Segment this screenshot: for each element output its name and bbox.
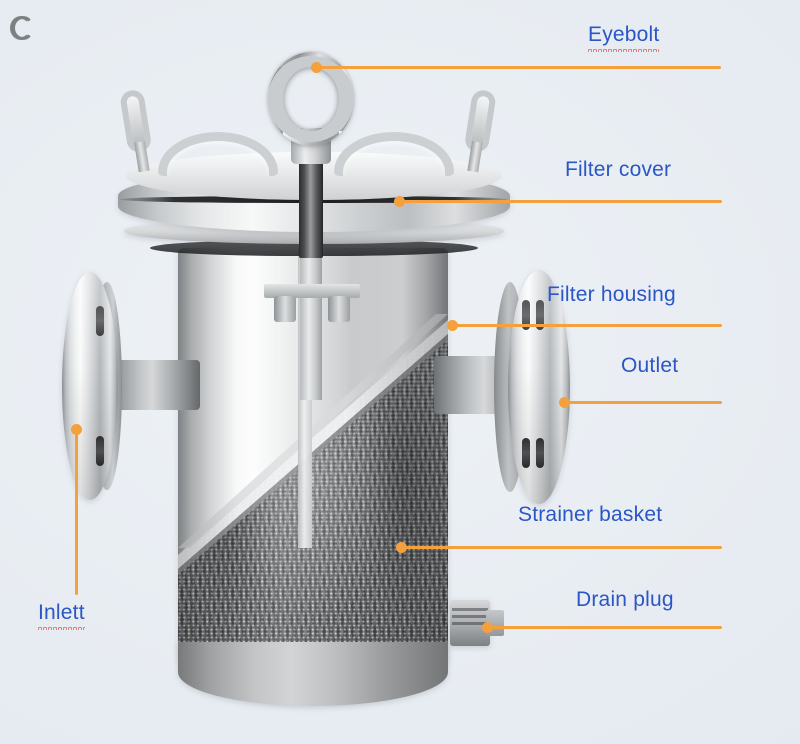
internal-clamp-assembly bbox=[264, 272, 360, 322]
leader-line-eyebolt bbox=[317, 66, 721, 69]
spellcheck-underline bbox=[588, 47, 660, 52]
leader-dot-filter-housing bbox=[447, 320, 458, 331]
callout-label-filter-cover: Filter cover bbox=[565, 159, 671, 180]
housing-bottom-dome bbox=[178, 642, 448, 706]
callout-label-eyebolt: Eyebolt bbox=[588, 23, 660, 52]
callout-label-eyebolt-text: Eyebolt bbox=[588, 23, 660, 46]
leader-line-outlet bbox=[565, 401, 722, 404]
leader-line-inlet bbox=[75, 430, 78, 595]
lug-hook bbox=[12, 16, 34, 40]
leader-dot-eyebolt bbox=[311, 62, 322, 73]
flange-bolt-slot bbox=[536, 300, 544, 330]
housing-cut-edge bbox=[178, 314, 448, 575]
leader-dot-strainer-basket bbox=[396, 542, 407, 553]
spellcheck-underline bbox=[38, 625, 85, 630]
inlet-flange bbox=[62, 272, 118, 500]
drain-plug-rib bbox=[452, 622, 488, 625]
callout-label-drain-plug: Drain plug bbox=[576, 589, 674, 610]
inlet-flange-sheen bbox=[62, 272, 118, 500]
clamp-bar bbox=[264, 284, 360, 298]
callout-label-drain-plug-text: Drain plug bbox=[576, 588, 674, 611]
flange-bolt-slot bbox=[522, 438, 530, 468]
callout-label-outlet: Outlet bbox=[621, 355, 678, 376]
swing-bolt-right bbox=[456, 88, 502, 173]
leader-line-filter-housing bbox=[453, 324, 722, 327]
leader-dot-outlet bbox=[559, 397, 570, 408]
outlet-flange bbox=[508, 270, 570, 504]
drain-plug-rib bbox=[452, 608, 488, 611]
leader-dot-inlet bbox=[71, 424, 82, 435]
callout-label-strainer-basket-text: Strainer basket bbox=[518, 503, 663, 526]
callout-label-strainer-basket: Strainer basket bbox=[518, 504, 662, 525]
outlet-flange-sheen bbox=[508, 270, 570, 504]
clamp-nut bbox=[328, 296, 350, 322]
center-bolt-shaft bbox=[299, 150, 323, 258]
leader-line-strainer-basket bbox=[402, 546, 722, 549]
callout-label-filter-cover-text: Filter cover bbox=[565, 158, 672, 181]
leader-line-filter-cover bbox=[400, 200, 722, 203]
callout-label-outlet-text: Outlet bbox=[621, 354, 679, 377]
leader-dot-drain-plug bbox=[482, 622, 493, 633]
flange-bolt-slot bbox=[96, 306, 104, 336]
callout-label-filter-housing: Filter housing bbox=[547, 284, 676, 305]
cover-handle-right bbox=[334, 132, 454, 176]
callout-label-inlet-text: Inlett bbox=[38, 601, 85, 624]
callout-label-inlet: Inlett bbox=[38, 601, 85, 630]
flange-bolt-slot bbox=[96, 436, 104, 466]
swing-bolt-left bbox=[114, 88, 160, 173]
cover-handle-left bbox=[158, 132, 278, 176]
leader-line-drain-plug bbox=[488, 626, 722, 629]
flange-bolt-slot bbox=[536, 438, 544, 468]
flange-bolt-slot bbox=[522, 300, 530, 330]
drain-plug-rib bbox=[452, 615, 488, 618]
callout-label-filter-housing-text: Filter housing bbox=[547, 283, 676, 306]
leader-dot-filter-cover bbox=[394, 196, 405, 207]
clamp-nut bbox=[274, 296, 296, 322]
